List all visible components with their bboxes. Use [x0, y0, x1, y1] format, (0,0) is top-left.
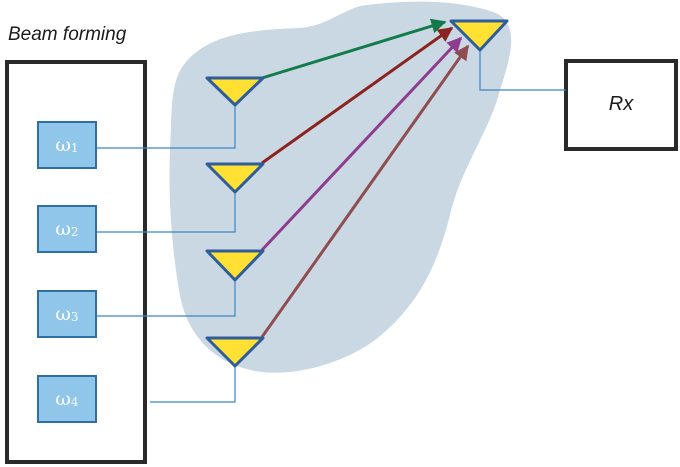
rx-feed-line	[479, 50, 566, 91]
signal-path-3	[260, 36, 463, 252]
weight-symbol: ω	[55, 218, 71, 240]
signal-path-1	[261, 18, 447, 80]
antenna-1	[205, 76, 265, 107]
weight-index: 2	[70, 225, 79, 239]
diagram-title: Beam forming	[8, 24, 127, 45]
weight-symbol: ω	[55, 134, 71, 156]
antenna-3	[205, 249, 265, 282]
weight-symbol: ω	[55, 303, 71, 325]
antenna-4	[205, 336, 265, 368]
receive-antenna	[449, 19, 509, 52]
feed-line-1	[97, 105, 236, 149]
weight-index: 3	[70, 310, 79, 324]
feed-line-4	[150, 366, 236, 403]
rx-box	[564, 59, 678, 151]
weight-index: 4	[70, 395, 79, 409]
weight-index: 1	[70, 141, 79, 155]
signal-path-2	[261, 26, 454, 165]
propagation-medium	[169, 1, 512, 373]
feed-line-2	[97, 192, 236, 233]
rx-label: Rx	[608, 92, 634, 115]
feed-line-3	[97, 280, 236, 317]
signal-path-4	[260, 44, 470, 338]
antenna-2	[205, 162, 265, 194]
beam-forming-box	[5, 60, 147, 464]
weight-symbol: ω	[55, 388, 71, 410]
